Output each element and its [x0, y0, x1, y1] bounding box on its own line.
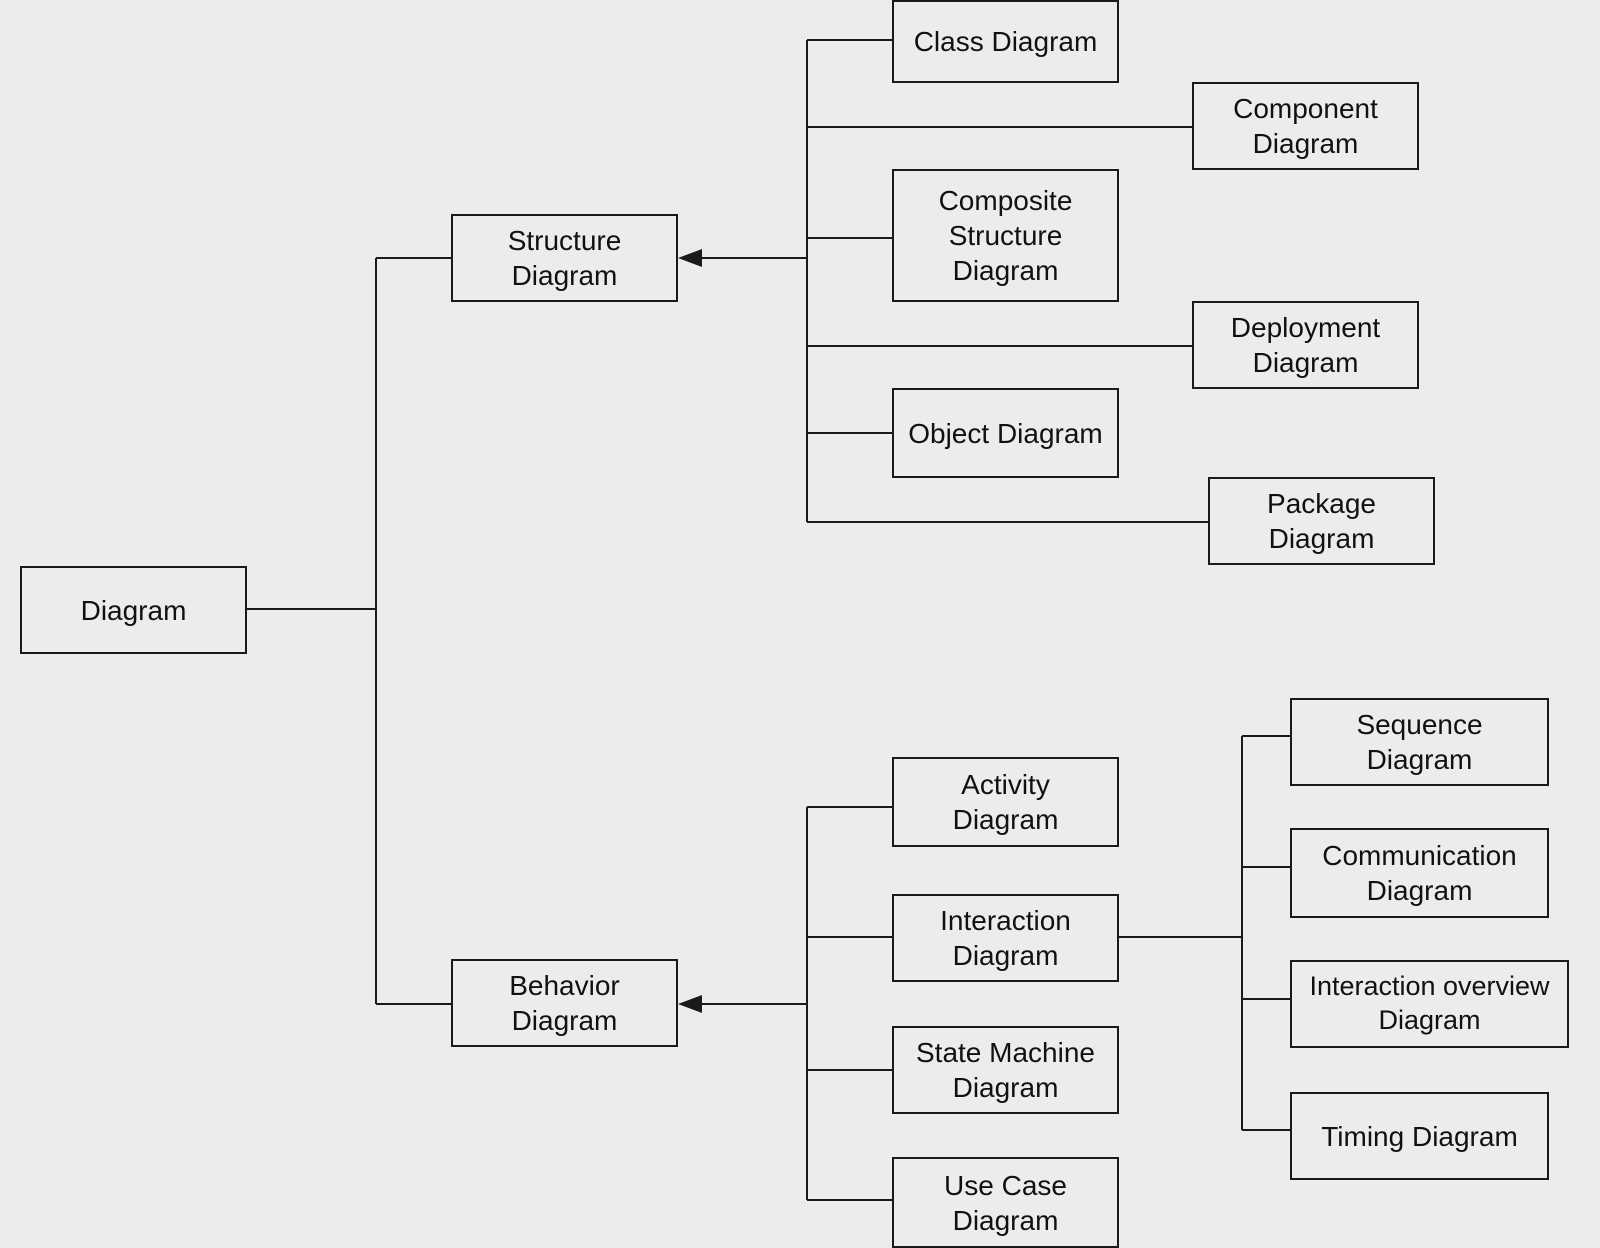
diagram-node: Diagram — [20, 566, 247, 654]
component-diagram-node: Component Diagram — [1192, 82, 1419, 170]
state-machine-diagram-node: State Machine Diagram — [892, 1026, 1119, 1114]
behavior-diagram-node: Behavior Diagram — [451, 959, 678, 1047]
use-case-diagram-node: Use Case Diagram — [892, 1157, 1119, 1248]
object-diagram-node: Object Diagram — [892, 388, 1119, 478]
composite-structure-diagram-node: Composite Structure Diagram — [892, 169, 1119, 302]
communication-diagram-node: Communication Diagram — [1290, 828, 1549, 918]
package-diagram-node: Package Diagram — [1208, 477, 1435, 565]
interaction-diagram-node: Interaction Diagram — [892, 894, 1119, 982]
activity-diagram-node: Activity Diagram — [892, 757, 1119, 847]
structure-diagram-node: Structure Diagram — [451, 214, 678, 302]
class-diagram-node: Class Diagram — [892, 0, 1119, 83]
deployment-diagram-node: Deployment Diagram — [1192, 301, 1419, 389]
arrowhead-structure — [678, 249, 702, 267]
timing-diagram-node: Timing Diagram — [1290, 1092, 1549, 1180]
interaction-overview-diagram-node: Interaction overview Diagram — [1290, 960, 1569, 1048]
arrowhead-behavior — [678, 995, 702, 1013]
sequence-diagram-node: Sequence Diagram — [1290, 698, 1549, 786]
